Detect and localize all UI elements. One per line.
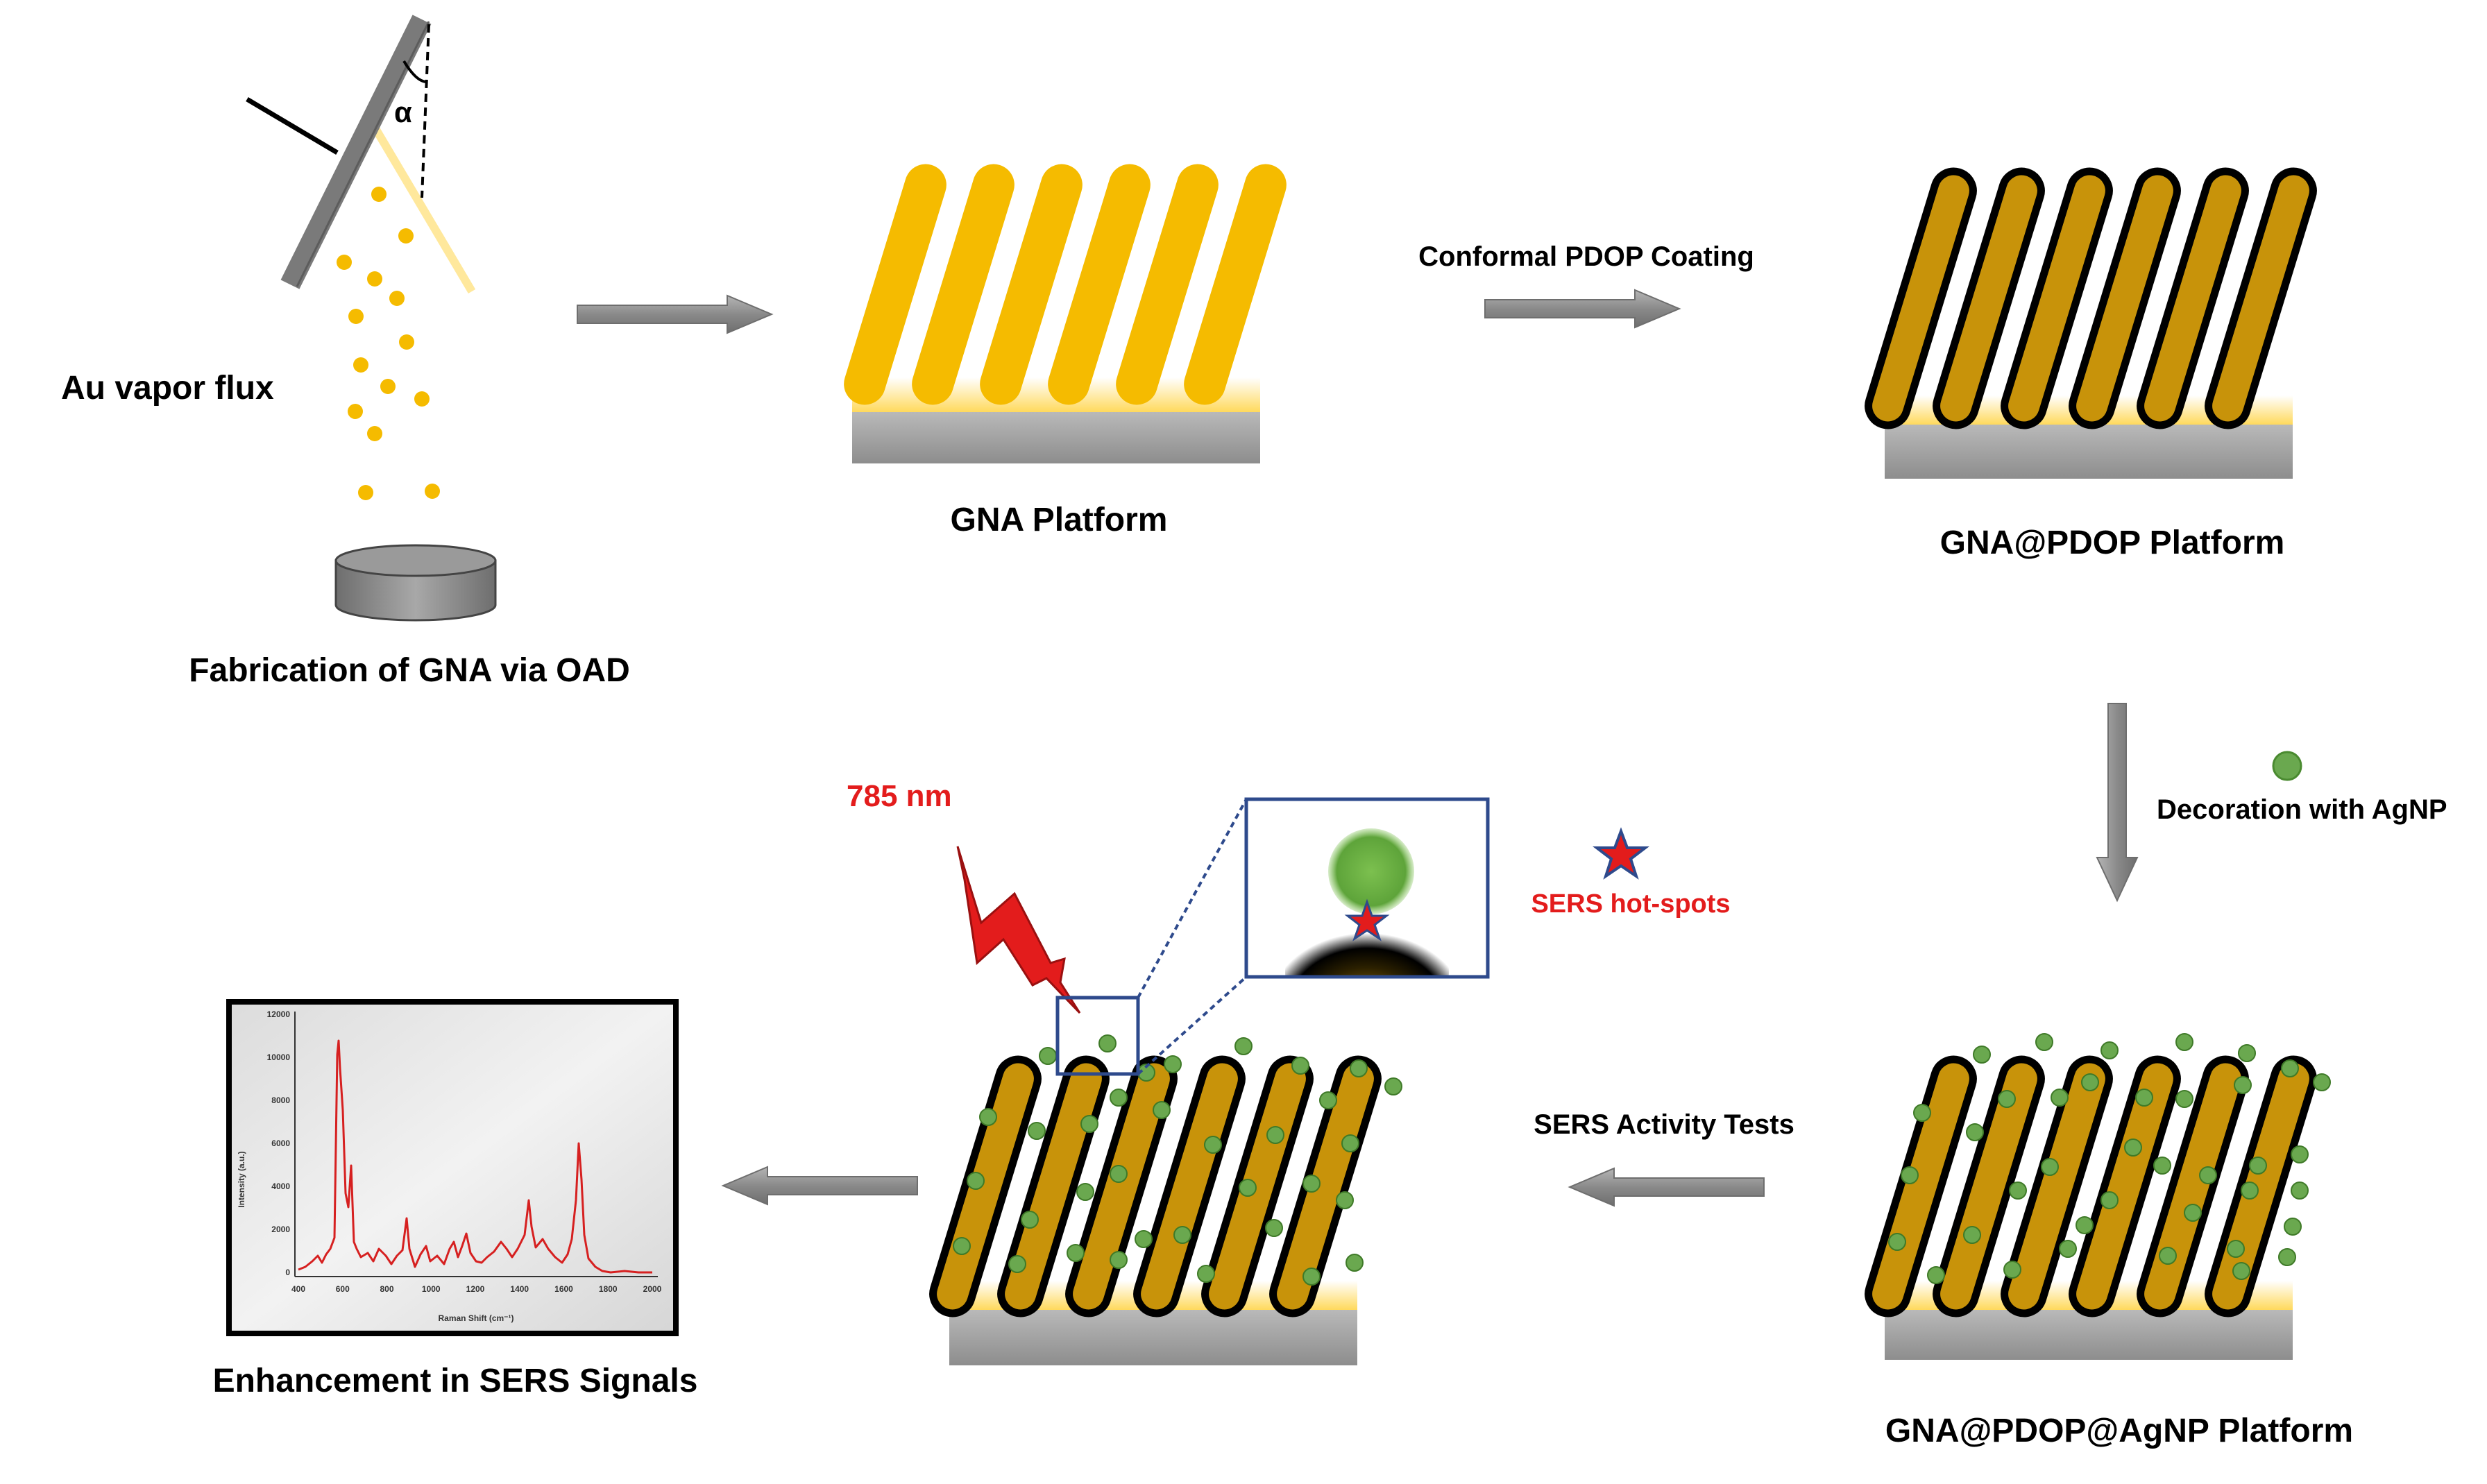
y-tick-label: 4000 — [271, 1182, 290, 1191]
agnp-dot-icon — [2272, 751, 2302, 781]
y-tick-label: 8000 — [271, 1095, 290, 1105]
x-tick-label: 2000 — [643, 1284, 662, 1294]
holder-arm — [246, 96, 339, 155]
x-tick-label: 600 — [336, 1284, 350, 1294]
alpha-arc — [402, 60, 427, 83]
sers-measurement: 785 nm SERS hot-spots — [847, 779, 1731, 1365]
x-ticks: 400 600 800 1000 1200 1400 1600 1800 2000 — [291, 1284, 662, 1294]
star-icon — [1344, 898, 1390, 941]
gna-pdop-agnp-platform: GNA@PDOP@AgNP Platform — [1865, 1033, 2353, 1449]
spectrum-frame — [226, 999, 679, 1336]
arrow-left-icon — [721, 1166, 918, 1206]
agnp-particles — [953, 1034, 1402, 1286]
decoration-label: Decoration with AgNP — [2157, 794, 2447, 825]
substrate-holder-icon — [280, 15, 476, 294]
hot-spots-label: SERS hot-spots — [1531, 889, 1730, 919]
pdop-coating-label: Conformal PDOP Coating — [1418, 241, 1754, 272]
star-icon — [1593, 827, 1649, 880]
fabrication-label: Fabrication of GNA via OAD — [189, 652, 630, 689]
oad-setup: α Au vapor flux Fabrication of GNA via O… — [61, 15, 630, 689]
au-vapor-flux-label: Au vapor flux — [61, 370, 274, 407]
substrate — [852, 412, 1260, 463]
crucible-icon — [334, 544, 497, 622]
y-tick-label: 6000 — [271, 1138, 290, 1148]
spectrum-panel: 12000 10000 8000 6000 4000 2000 0 400 600 800 100… — [213, 999, 698, 1399]
zoom-connector-top — [1137, 799, 1248, 998]
gna-platform-label: GNA Platform — [951, 502, 1168, 538]
y-tick-label: 12000 — [267, 1009, 291, 1019]
sers-activity-label: SERS Activity Tests — [1534, 1109, 1794, 1140]
zoom-connector-bottom — [1137, 975, 1248, 1075]
gna-pdop-platform: GNA@PDOP Platform — [1865, 167, 2317, 561]
x-tick-label: 1800 — [599, 1284, 618, 1294]
pdop-coated-nanorods — [1865, 167, 2317, 429]
gna-platform: GNA Platform — [844, 164, 1287, 538]
x-tick-label: 1600 — [554, 1284, 573, 1294]
zoom-source-box — [1055, 996, 1140, 1076]
agnp-particles — [1888, 1033, 2331, 1284]
lightning-bolt-icon — [956, 846, 1081, 1014]
gold-nanorods — [844, 164, 1287, 405]
arrow-down-icon — [2096, 703, 2139, 903]
arrow-right-icon — [1484, 289, 1681, 329]
zoom-inset — [1244, 797, 1490, 979]
gna-pdop-platform-label: GNA@PDOP Platform — [1940, 524, 2285, 561]
normal-dashed-line — [421, 24, 430, 198]
y-ticks: 12000 10000 8000 6000 4000 2000 0 — [267, 1009, 291, 1277]
laser-label: 785 nm — [847, 779, 952, 813]
x-tick-label: 1200 — [466, 1284, 485, 1294]
agnp-zoom — [1328, 828, 1414, 914]
spectrum-ylabel: Intensity (a.u.) — [237, 1151, 246, 1207]
arrow-left-icon — [1568, 1167, 1765, 1207]
spectrum-axes — [294, 1012, 658, 1277]
x-tick-label: 1400 — [510, 1284, 529, 1294]
y-tick-label: 2000 — [271, 1225, 290, 1234]
y-tick-label: 0 — [285, 1268, 290, 1277]
gna-pdop-agnp-platform-label: GNA@PDOP@AgNP Platform — [1885, 1413, 2353, 1449]
x-tick-label: 1000 — [422, 1284, 441, 1294]
alpha-label: α — [394, 96, 412, 128]
y-tick-label: 10000 — [267, 1052, 291, 1062]
spectrum-line — [298, 1039, 652, 1274]
au-vapor-particles — [337, 187, 440, 500]
spectrum-xlabel: Raman Shift (cm⁻¹) — [438, 1313, 513, 1323]
enhancement-label: Enhancement in SERS Signals — [213, 1363, 698, 1399]
x-tick-label: 400 — [291, 1284, 305, 1294]
arrow-right-icon — [577, 294, 774, 334]
x-tick-label: 800 — [380, 1284, 393, 1294]
